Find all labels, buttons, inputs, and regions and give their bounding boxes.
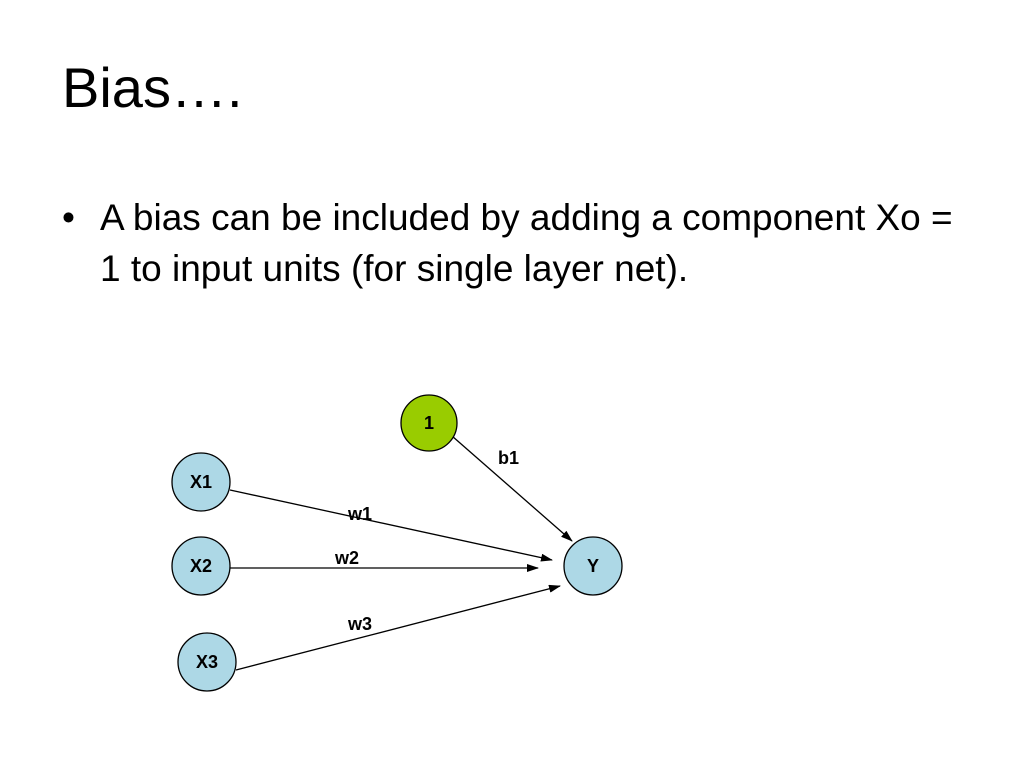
edge-label-w1: w1: [347, 504, 372, 524]
edge-label-w3: w3: [347, 614, 372, 634]
bullet-text: A bias can be included by adding a compo…: [100, 197, 953, 289]
node-bias: 1: [400, 394, 458, 452]
node-label-y: Y: [587, 556, 599, 576]
node-x3: X3: [177, 632, 237, 692]
bullet-item: • A bias can be included by adding a com…: [62, 192, 982, 294]
node-label-x2: X2: [190, 556, 212, 576]
edge-x1-y: [229, 489, 553, 562]
slide-title: Bias….: [62, 56, 243, 119]
node-x1: X1: [171, 452, 231, 512]
node-y: Y: [563, 536, 623, 596]
bullet-list: • A bias can be included by adding a com…: [62, 192, 982, 294]
edge-x3-y: [235, 584, 561, 671]
node-label-bias: 1: [424, 413, 434, 433]
edge-bias-y: [451, 435, 573, 542]
node-x2: X2: [171, 536, 231, 596]
node-label-x1: X1: [190, 472, 212, 492]
bullet-marker: •: [62, 197, 75, 238]
edge-label-w2: w2: [334, 548, 359, 568]
node-label-x3: X3: [196, 652, 218, 672]
edge-label-b1: b1: [498, 448, 519, 468]
